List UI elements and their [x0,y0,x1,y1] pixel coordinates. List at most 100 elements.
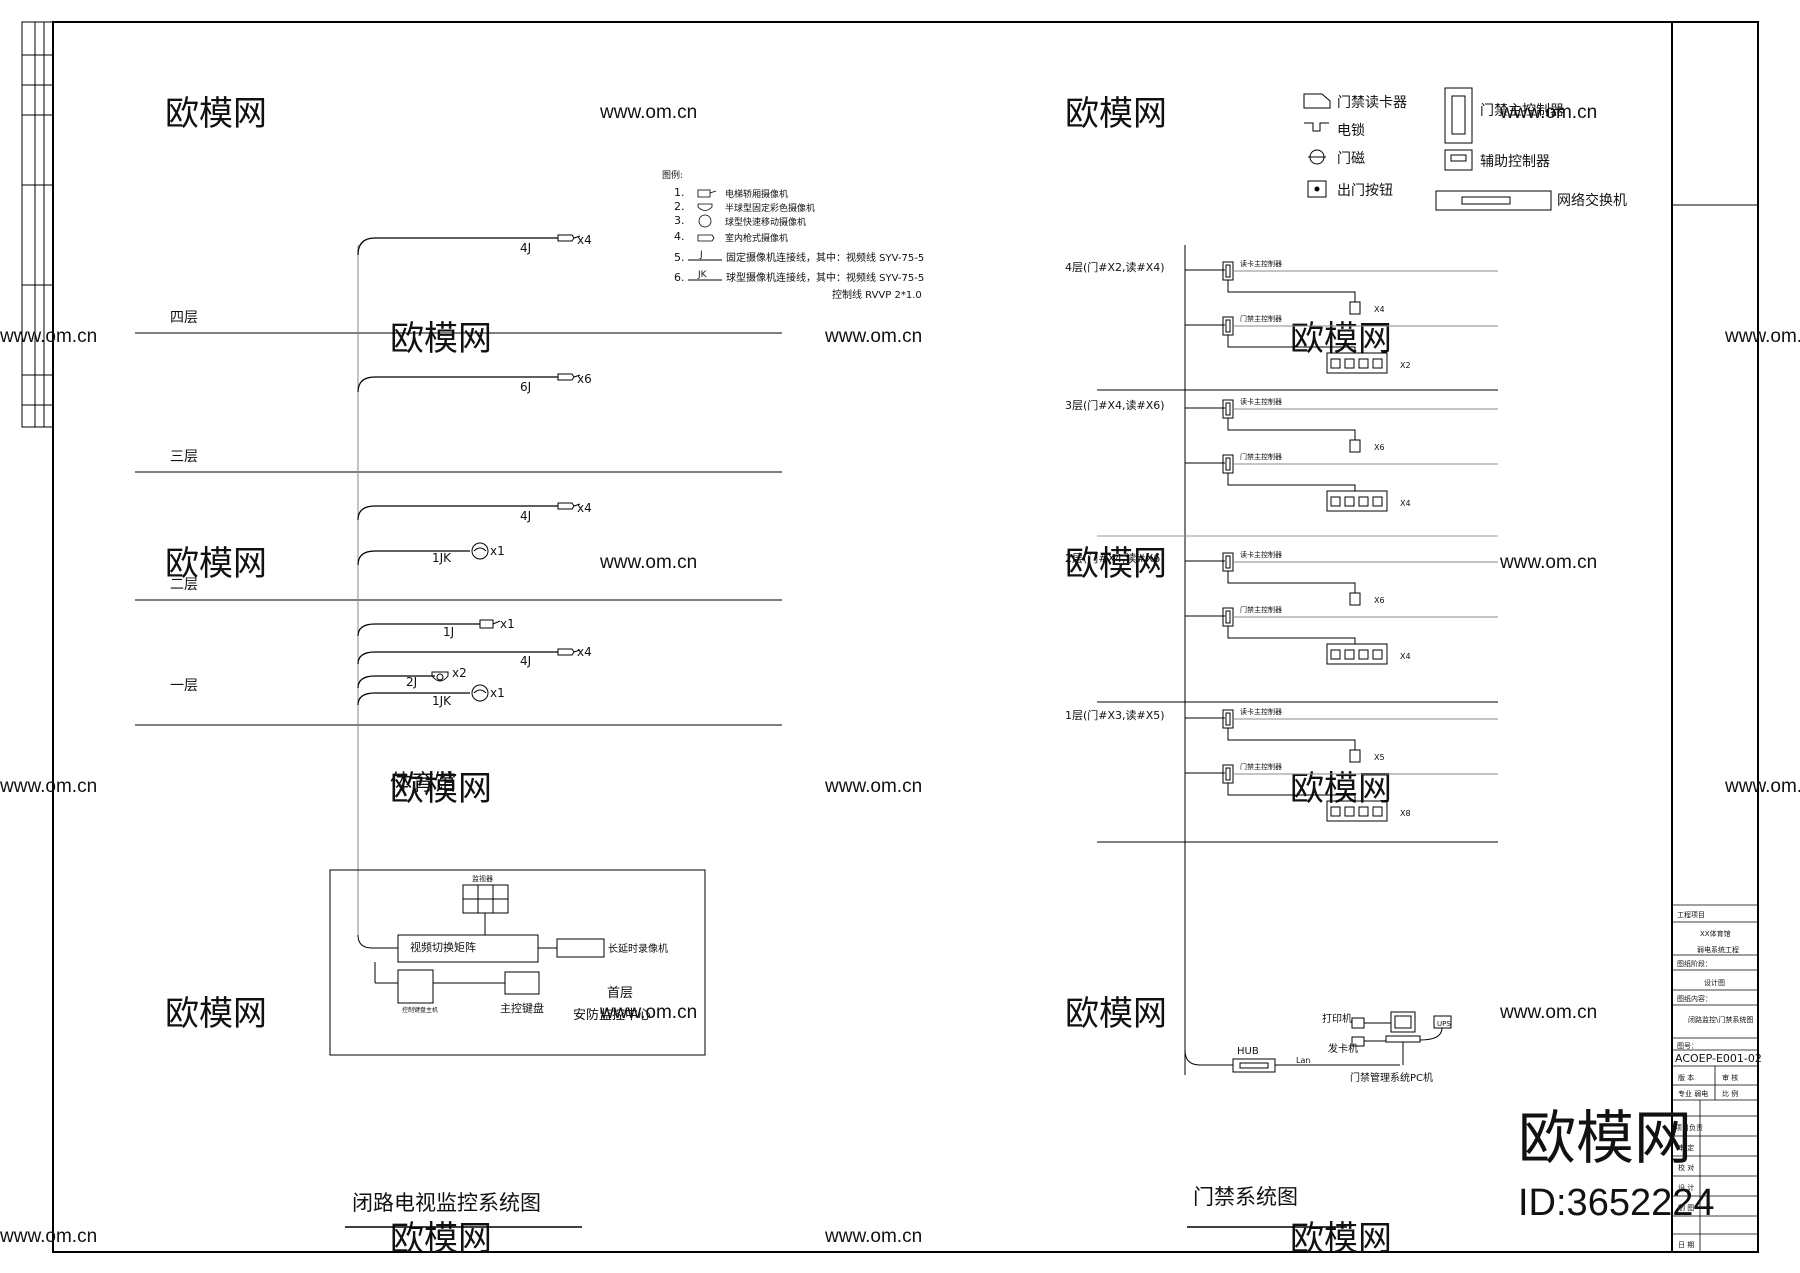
cctv-legend: 图例: 1. 电梯轿厢摄像机 2. 半球型固定彩色摄像机 3. 球型快速移动摄像… [662,169,924,301]
controller-label: 读卡主控制器 [1240,550,1282,559]
device-qty: X6 [1374,443,1385,452]
watermark-site: www.om.cn [0,776,97,797]
run-label: 2J [406,675,417,689]
run-label: 6J [520,380,531,394]
svg-text:JK: JK [697,270,708,280]
svg-text:审 核: 审 核 [1722,1073,1738,1082]
tb-content-label: 图纸内容： [1677,994,1712,1003]
svg-text:2.: 2. [674,200,685,213]
legend-extra: 控制线 RVVP 2*1.0 [832,288,922,301]
legend-item: 球型摄像机连接线，其中：视频线 SYV-75-5 [726,271,924,284]
access-floor-2: 2层(门#X4,读#X6) 读卡主控制器 X6 门禁主控制器 X4 [1065,550,1498,665]
device-qty: X4 [1400,499,1411,508]
watermark-brand: 欧模网 [390,320,492,358]
watermark-site: www.om.cn [599,102,697,123]
tb-stage-label: 图纸阶段： [1677,959,1712,968]
watermark-site: www.om.cn [1499,552,1597,573]
device-qty: X4 [1400,652,1411,661]
run-label: 1JK [432,551,452,565]
ptz-dome-camera-icon [471,542,489,702]
run-label: 1JK [432,694,452,708]
svg-text:专业 弱电: 专业 弱电 [1678,1089,1708,1098]
svg-text:5.: 5. [674,251,685,264]
ups-label: UPS [1437,1020,1451,1028]
title-block [1672,904,1758,1252]
run-label: 4J [520,654,531,668]
device-qty: X8 [1400,809,1411,818]
tb-content: 闭路监控\门禁系统图 [1688,1015,1753,1024]
watermark-site: www.om.cn [1499,102,1597,123]
controller-label: 门禁主控制器 [1240,762,1282,771]
cctv-diagram: 四层 三层 二层 一层 [135,169,924,1228]
svg-text:4.: 4. [674,230,685,243]
svg-text:制 图: 制 图 [1678,1203,1694,1212]
legend-aux: 辅助控制器 [1480,154,1550,170]
pc-area [1184,1011,1452,1073]
legend-reader: 门禁读卡器 [1337,94,1407,111]
svg-text:版 本: 版 本 [1678,1073,1694,1082]
controller-label: 门禁主控制器 [1240,452,1282,461]
center-floor: 首层 [607,986,633,1001]
svg-text:3.: 3. [674,214,685,227]
watermark-site: www.om.cn [0,326,97,347]
matrix-label: 视频切换矩阵 [410,940,476,954]
svg-text:J: J [699,250,703,260]
svg-text:1.: 1. [674,186,685,199]
cctv-title: 闭路电视监控系统图 [352,1191,541,1215]
legend-lock: 电锁 [1337,123,1365,139]
run-label: 1J [443,625,454,639]
watermark-brand: 欧模网 [1290,770,1392,808]
run-qty: x1 [490,686,505,700]
access-floors: 4层(门#X2,读#X4)读卡主控制器X4门禁主控制器X23层(门#X4,读#X… [1065,259,1498,822]
svg-text:设 计: 设 计 [1678,1183,1694,1192]
pc-caption: 门禁管理系统PC机 [1350,1071,1433,1084]
watermark-brand: 欧模网 [1065,995,1167,1033]
run-qty: x1 [500,617,515,631]
device-qty: X6 [1374,596,1385,605]
watermark-brand: 欧模网 [165,995,267,1033]
controller-label: 读卡主控制器 [1240,259,1282,268]
legend-item: 电梯轿厢摄像机 [725,188,788,200]
floor-label-1: 一层 [170,678,198,694]
access-floor-3: 3层(门#X4,读#X6) 读卡主控制器 X6 门禁主控制器 X4 [1065,397,1498,512]
legend-button: 出门按钮 [1337,183,1393,199]
keyboard-label: 主控键盘 [500,1001,544,1015]
run-qty: x4 [577,501,592,515]
watermark-brand: 欧模网 [390,1220,492,1258]
building-name: 体育馆 [390,771,456,796]
watermark-site: www.om.cn [599,552,697,573]
tb-no-label: 图号： [1677,1042,1698,1050]
access-title: 门禁系统图 [1193,1185,1298,1209]
access-floor-label: 3层(门#X4,读#X6) [1065,398,1165,412]
watermarks: 欧模网 欧模网 欧模网 欧模网 欧模网 欧模网 欧模网 欧模网 欧模网 欧模网 … [165,95,1392,1258]
controller-label: 读卡主控制器 [1240,397,1282,406]
legend-main: 门禁主控制器 [1480,103,1564,119]
binding-strip [21,21,54,428]
watermarks-site: www.om.cn www.om.cn www.om.cn www.om.cn … [0,102,1800,1247]
run-qty: x4 [577,645,592,659]
access-floor-label: 2层(门#X4,读#X6) [1065,551,1165,565]
dome-camera-icon [431,671,449,682]
device-qty: X4 [1374,305,1385,314]
legend-item: 室内枪式摄像机 [725,232,788,244]
device-qty: X5 [1374,753,1385,762]
svg-text:审 定: 审 定 [1678,1143,1694,1152]
legend-item: 球型快速移动摄像机 [725,216,806,228]
legend-switch: 网络交换机 [1557,192,1627,209]
hub-label: HUB [1237,1046,1259,1057]
run-qty: x1 [490,544,505,558]
watermark-brand-large: 欧模网 [1518,1106,1692,1171]
watermark-brand: 欧模网 [165,95,267,133]
tb-stage: 设计图 [1704,978,1725,987]
controller-label: 门禁主控制器 [1240,605,1282,614]
svg-text:日 期: 日 期 [1678,1241,1694,1249]
elevator-camera-icon [479,619,501,629]
floor-label-2: 二层 [170,577,198,593]
center-name: 安防监控中心 [573,1007,651,1023]
watermark-brand: 欧模网 [390,770,492,808]
access-floor-label: 4层(门#X2,读#X4) [1065,260,1165,274]
watermark-site: www.om.cn [824,326,922,347]
watermark-site: www.om.cn [599,1002,697,1023]
